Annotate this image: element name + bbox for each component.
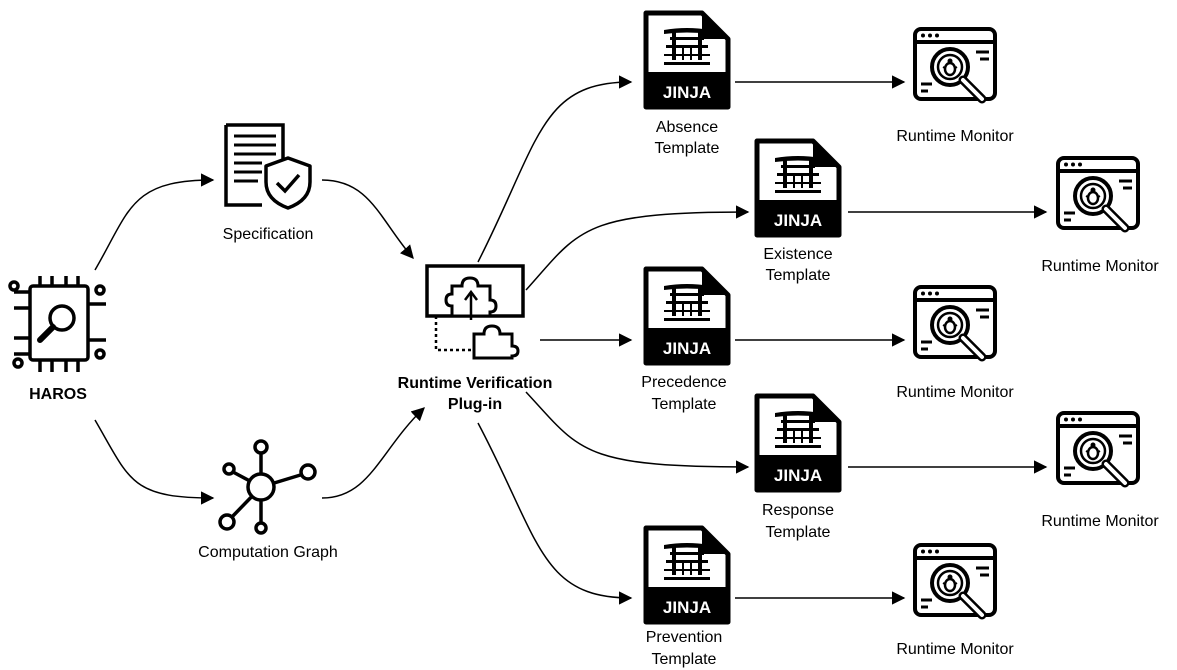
monitor-label: Runtime Monitor [896,384,1014,401]
monitor-label: Runtime Monitor [1041,258,1159,275]
browser-bug-icon [1058,158,1138,228]
browser-bug-icon [915,545,995,615]
document-shield-icon [224,123,312,210]
jinja-badge-text: JINJA [663,598,711,617]
template-prevention: JINJA Prevention Template [646,528,728,668]
edge-computation-graph-plugin [321,407,425,499]
puzzle-plugin-icon [425,264,525,360]
template-label-line1: Prevention [646,629,723,646]
edge-plugin-existence [525,205,750,291]
jinja-badge-text: JINJA [774,466,822,485]
plugin-label-line1: Runtime Verification [398,375,553,392]
monitor-label: Runtime Monitor [896,128,1014,145]
monitor-response: Runtime Monitor [1041,413,1159,530]
edge-plugin-absence [477,75,633,263]
template-existence: JINJA Existence Template [757,141,839,284]
monitor-precedence: Runtime Monitor [896,287,1014,401]
plugin-label-line2: Plug-in [448,396,502,413]
monitor-label: Runtime Monitor [896,641,1014,658]
jinja-badge-text: JINJA [774,211,822,230]
template-precedence: JINJA Precedence Template [641,269,728,413]
template-label-line2: Template [652,396,717,413]
template-absence: JINJA Absence Template [646,13,728,157]
browser-bug-icon [915,287,995,357]
template-label-line1: Response [762,502,834,519]
template-label-line1: Existence [763,246,832,263]
monitor-prevention: Runtime Monitor [896,545,1014,658]
edge-plugin-prevention [477,422,633,605]
template-label-line2: Template [766,524,831,541]
template-label-line1: Absence [656,119,718,136]
haros-label: HAROS [29,386,87,403]
specification-label: Specification [223,226,314,243]
computation-graph-label: Computation Graph [198,544,338,561]
monitor-absence: Runtime Monitor [896,29,1014,145]
edge-haros-specification [94,173,215,271]
jinja-badge-text: JINJA [663,83,711,102]
monitor-existence: Runtime Monitor [1041,158,1159,275]
graph-network-icon [218,439,317,535]
circuit-magnifier-icon [8,276,106,372]
template-label-line1: Precedence [641,374,726,391]
template-label-line2: Template [655,140,720,157]
browser-bug-icon [915,29,995,99]
template-label-line2: Template [652,651,717,668]
jinja-badge-text: JINJA [663,339,711,358]
browser-bug-icon [1058,413,1138,483]
edge-specification-plugin [321,179,414,260]
template-response: JINJA Response Template [757,396,839,541]
monitor-label: Runtime Monitor [1041,513,1159,530]
edge-haros-computation-graph [94,419,215,505]
template-label-line2: Template [766,267,831,284]
edge-plugin-response [525,391,750,474]
